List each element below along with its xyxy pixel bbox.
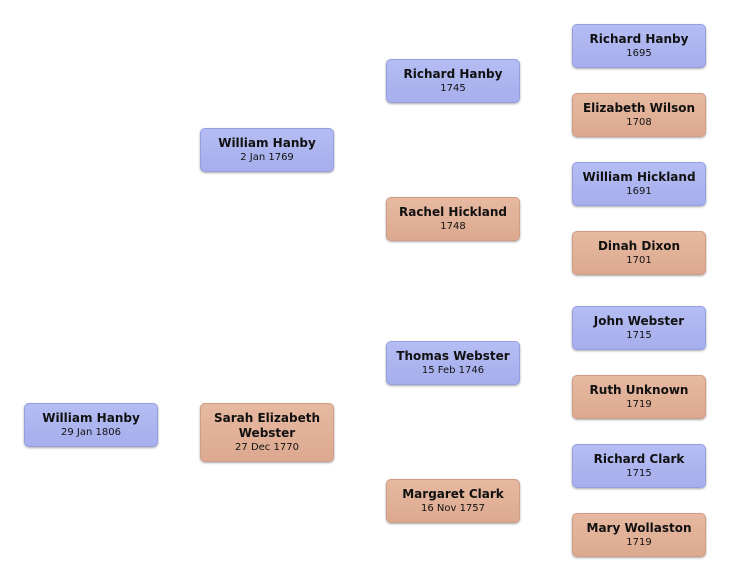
person-date: 15 Feb 1746 xyxy=(421,365,485,376)
person-card[interactable]: John Webster 1715 xyxy=(572,306,706,350)
person-date: 1691 xyxy=(626,186,652,197)
person-card[interactable]: Richard Hanby 1745 xyxy=(386,59,520,103)
person-date: 1701 xyxy=(626,255,652,266)
person-name: William Hickland xyxy=(582,170,696,184)
person-card[interactable]: Thomas Webster 15 Feb 1746 xyxy=(386,341,520,385)
person-name: Richard Hanby xyxy=(403,67,503,81)
person-name: Elizabeth Wilson xyxy=(582,101,696,115)
person-name: Rachel Hickland xyxy=(398,205,508,219)
person-date: 1695 xyxy=(626,48,652,59)
person-name: Mary Wollaston xyxy=(586,521,692,535)
person-card[interactable]: Margaret Clark 16 Nov 1757 xyxy=(386,479,520,523)
person-date: 1715 xyxy=(626,468,652,479)
person-name: William Hanby xyxy=(42,411,140,425)
person-date: 1719 xyxy=(626,399,652,410)
person-name: William Hanby xyxy=(218,136,316,150)
person-name: Richard Hanby xyxy=(589,32,689,46)
person-date: 1719 xyxy=(626,537,652,548)
person-name: Richard Clark xyxy=(593,452,685,466)
person-card[interactable]: Dinah Dixon 1701 xyxy=(572,231,706,275)
person-name: Ruth Unknown xyxy=(589,383,689,397)
person-date: 16 Nov 1757 xyxy=(420,503,486,514)
person-date: 1748 xyxy=(440,221,466,232)
person-card[interactable]: Richard Hanby 1695 xyxy=(572,24,706,68)
person-date: 2 Jan 1769 xyxy=(240,152,294,163)
person-name: Thomas Webster xyxy=(396,349,510,363)
person-date: 1708 xyxy=(626,117,652,128)
person-card[interactable]: William Hickland 1691 xyxy=(572,162,706,206)
person-name: Dinah Dixon xyxy=(597,239,681,253)
person-card[interactable]: Richard Clark 1715 xyxy=(572,444,706,488)
person-card[interactable]: Mary Wollaston 1719 xyxy=(572,513,706,557)
person-name: John Webster xyxy=(593,314,685,328)
person-card[interactable]: Elizabeth Wilson 1708 xyxy=(572,93,706,137)
person-card[interactable]: Rachel Hickland 1748 xyxy=(386,197,520,241)
person-date: 27 Dec 1770 xyxy=(235,442,299,453)
person-card[interactable]: Ruth Unknown 1719 xyxy=(572,375,706,419)
person-date: 1745 xyxy=(440,83,466,94)
person-date: 29 Jan 1806 xyxy=(61,427,121,438)
person-name: Sarah Elizabeth Webster xyxy=(214,411,320,440)
person-card[interactable]: Sarah Elizabeth Webster 27 Dec 1770 xyxy=(200,403,334,462)
person-date: 1715 xyxy=(626,330,652,341)
person-card[interactable]: William Hanby 2 Jan 1769 xyxy=(200,128,334,172)
person-name: Margaret Clark xyxy=(402,487,504,501)
person-card[interactable]: William Hanby 29 Jan 1806 xyxy=(24,403,158,447)
